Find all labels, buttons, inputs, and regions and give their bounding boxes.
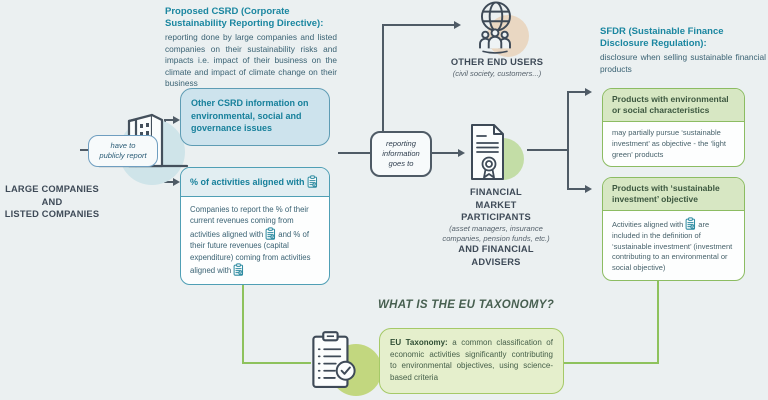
connector-up-vertical — [382, 24, 384, 132]
product-box-environmental: Products with environmental or social ch… — [602, 88, 745, 168]
certificate-icon — [471, 124, 504, 180]
arrow-to-activities-box — [173, 178, 180, 186]
have-to-report-pill: have to publicly report — [88, 135, 158, 167]
product-box-1-header: Products with environmental or social ch… — [603, 89, 744, 123]
connector-up-horizontal — [382, 24, 455, 26]
taxonomy-ref-icon — [307, 175, 317, 188]
csrd-body: reporting done by large companies and li… — [165, 32, 337, 89]
taxonomy-definition-bold: EU Taxonomy: — [390, 338, 448, 347]
connector-bracket-vertical — [567, 92, 569, 190]
end-users-icon — [479, 1, 511, 54]
connector-main-in — [338, 152, 371, 154]
connector-bracket-bottom — [567, 188, 586, 190]
arrow-to-other-info-box — [173, 116, 180, 124]
companies-label: LARGE COMPANIES AND LISTED COMPANIES — [4, 184, 100, 220]
taxonomy-ref-icon — [685, 217, 696, 231]
connector-bracket-top — [567, 91, 586, 93]
green-connector-left-horizontal — [243, 362, 311, 364]
end-users-title: OTHER END USERS — [450, 57, 544, 67]
taxonomy-definition-box: EU Taxonomy: a common classification of … — [379, 328, 564, 394]
green-connector-right-horizontal — [564, 362, 659, 364]
product-box-sustainable: Products with ‘sustainable investment’ o… — [602, 177, 745, 281]
activities-body-seg2: and % of their future revenues (capital … — [190, 229, 311, 276]
green-connector-right-vertical — [657, 280, 659, 364]
taxonomy-definition-text: a common classification of economic acti… — [390, 338, 553, 382]
connector-financial-out — [527, 149, 569, 151]
sfdr-title: SFDR (Sustainable Finance Disclosure Reg… — [600, 26, 724, 50]
reporting-info-pill: reporting information goes to — [370, 131, 432, 177]
green-connector-left-vertical — [242, 282, 244, 364]
product-box-2-seg2: are included in the definition of ‘susta… — [612, 220, 733, 272]
other-csrd-info-box: Other CSRD information on environmental,… — [180, 88, 330, 146]
taxonomy-ref-icon — [233, 263, 244, 277]
arrow-to-product-box-1 — [585, 88, 592, 96]
end-users-label: OTHER END USERS (civil society, customer… — [438, 56, 556, 78]
connector-branch-bottom — [164, 181, 174, 183]
end-users-subtitle: (civil society, customers...) — [452, 68, 542, 78]
sfdr-block: SFDR (Sustainable Finance Disclosure Reg… — [600, 26, 766, 75]
csrd-intro-block: Proposed CSRD (Corporate Sustainability … — [165, 6, 337, 90]
taxonomy-clipboard-icon — [312, 331, 356, 388]
arrow-to-product-box-2 — [585, 185, 592, 193]
product-box-2-header: Products with ‘sustainable investment’ o… — [603, 178, 744, 212]
financial-subtitle: (asset managers, insurance companies, pe… — [442, 223, 550, 243]
taxonomy-question-title: WHAT IS THE EU TAXONOMY? — [378, 299, 555, 311]
financial-title-1: FINANCIAL MARKET PARTICIPANTS — [461, 187, 531, 223]
financial-title-2: AND FINANCIAL ADVISERS — [458, 244, 534, 267]
taxonomy-ref-icon — [265, 227, 276, 240]
csrd-title: Proposed CSRD (Corporate Sustainability … — [165, 6, 324, 30]
connector-building-to-pill — [80, 149, 89, 151]
activities-body-seg1: Companies to report the % of their curre… — [190, 204, 309, 239]
activities-aligned-box: % of activities aligned with Companies t… — [180, 167, 330, 285]
connector-reporting-out — [427, 152, 459, 154]
arrow-to-financial-icon — [458, 149, 465, 157]
activities-body: Companies to report the % of their curre… — [181, 197, 329, 284]
product-box-2-seg1: Activities aligned with — [612, 220, 684, 230]
arrow-to-end-users-icon — [454, 21, 461, 29]
activities-header: % of activities aligned with — [181, 168, 329, 197]
connector-branch-top — [164, 119, 174, 121]
product-box-1-body: may partially pursue ‘sustainable invest… — [612, 128, 726, 159]
activities-header-text: % of activities aligned with — [190, 177, 305, 187]
financial-label: FINANCIAL MARKET PARTICIPANTS (asset man… — [430, 186, 562, 268]
sfdr-body: disclosure when selling sustainable fina… — [600, 52, 766, 74]
